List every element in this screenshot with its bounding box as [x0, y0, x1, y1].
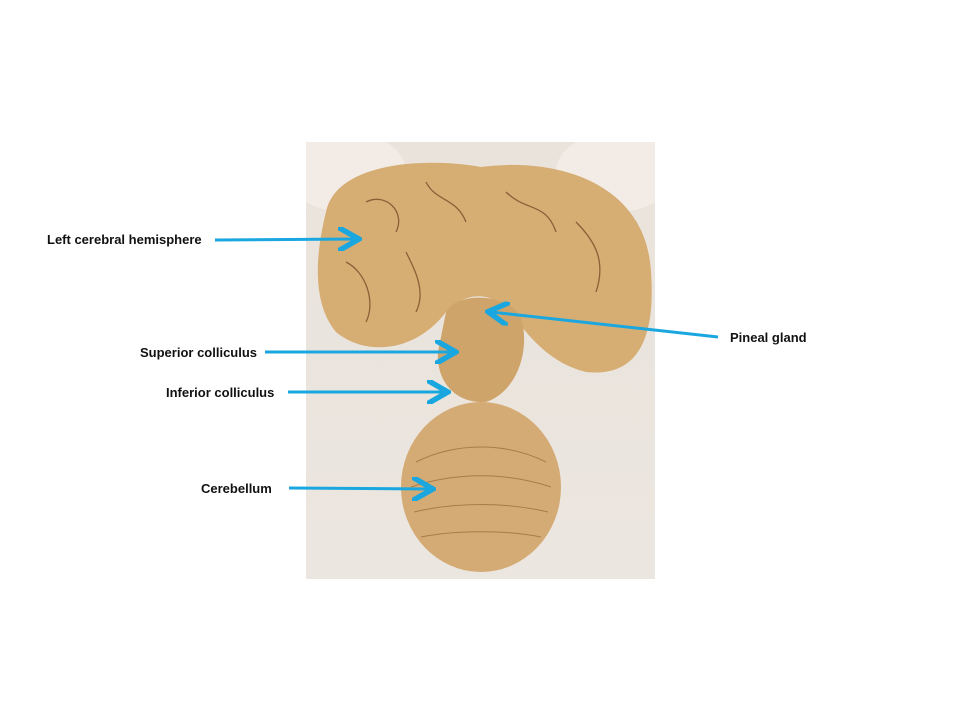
arrow-cerebellum [288, 488, 430, 489]
label-left-cerebral-hemisphere: Left cerebral hemisphere [47, 232, 202, 247]
brain-photo [306, 142, 655, 579]
label-cerebellum: Cerebellum [201, 481, 272, 496]
label-inferior-colliculus: Inferior colliculus [166, 385, 275, 400]
arrow-left-cerebral-hemisphere [214, 239, 356, 240]
label-pineal-gland: Pineal gland [730, 330, 807, 345]
arrow-pineal-gland [491, 312, 719, 339]
label-superior-colliculus: Superior colliculus [140, 345, 258, 360]
